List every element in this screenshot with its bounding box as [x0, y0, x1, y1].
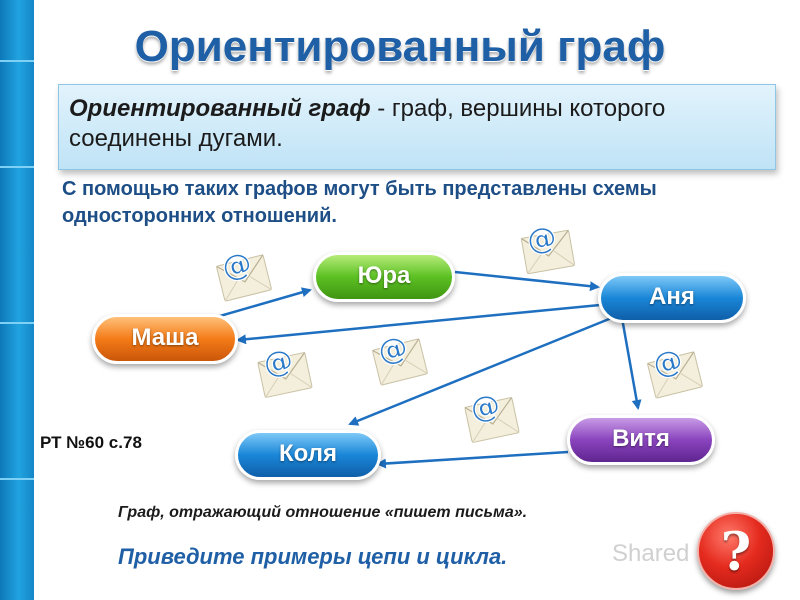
- email-envelope-icon: [254, 339, 313, 399]
- question-text: Приведите примеры цепи и цикла.: [118, 544, 508, 569]
- decor-stripe: [0, 60, 34, 62]
- definition-box: Ориентированный граф - граф, вершины кот…: [58, 84, 776, 170]
- edge-anya-masha: [236, 303, 601, 345]
- email-envelope-icon: [643, 338, 704, 399]
- slide-title: Ориентированный граф: [134, 22, 666, 71]
- definition-term: Ориентированный граф: [69, 95, 371, 122]
- edge-masha-yura: [212, 287, 312, 320]
- graph-caption: Граф, отражающий отношение «пишет письма…: [118, 504, 528, 521]
- decor-stripe: [0, 478, 34, 480]
- definition-text: - граф, вершины которого соединены дугам…: [69, 95, 666, 152]
- workbook-reference: РТ №60 с.78: [40, 433, 142, 452]
- slideshare-logo-icon: Shared: [612, 540, 690, 567]
- email-envelope-icon: [461, 384, 520, 444]
- email-envelope-icon: [368, 325, 429, 386]
- question-button[interactable]: ?: [697, 512, 775, 590]
- node-anya: Аня: [598, 273, 746, 323]
- email-envelope-icon: [212, 241, 273, 302]
- question-icon: ?: [720, 522, 752, 583]
- edge-vitya-kolya: [376, 450, 569, 469]
- edge-yura-anya: [454, 270, 600, 292]
- email-envelope-icon: [518, 216, 576, 275]
- left-decor-bar: [0, 0, 34, 600]
- edge-anya-vitya: [620, 317, 642, 410]
- subtitle-text: С помощью таких графов могут быть предст…: [62, 178, 657, 227]
- edge-anya-kolya: [348, 315, 615, 426]
- decor-stripe: [0, 322, 34, 324]
- node-masha: Маша: [92, 314, 238, 364]
- node-kolya: Коля: [235, 430, 381, 480]
- decor-stripe: [0, 166, 34, 168]
- node-vitya: Витя: [567, 415, 715, 465]
- node-yura: Юра: [313, 252, 455, 302]
